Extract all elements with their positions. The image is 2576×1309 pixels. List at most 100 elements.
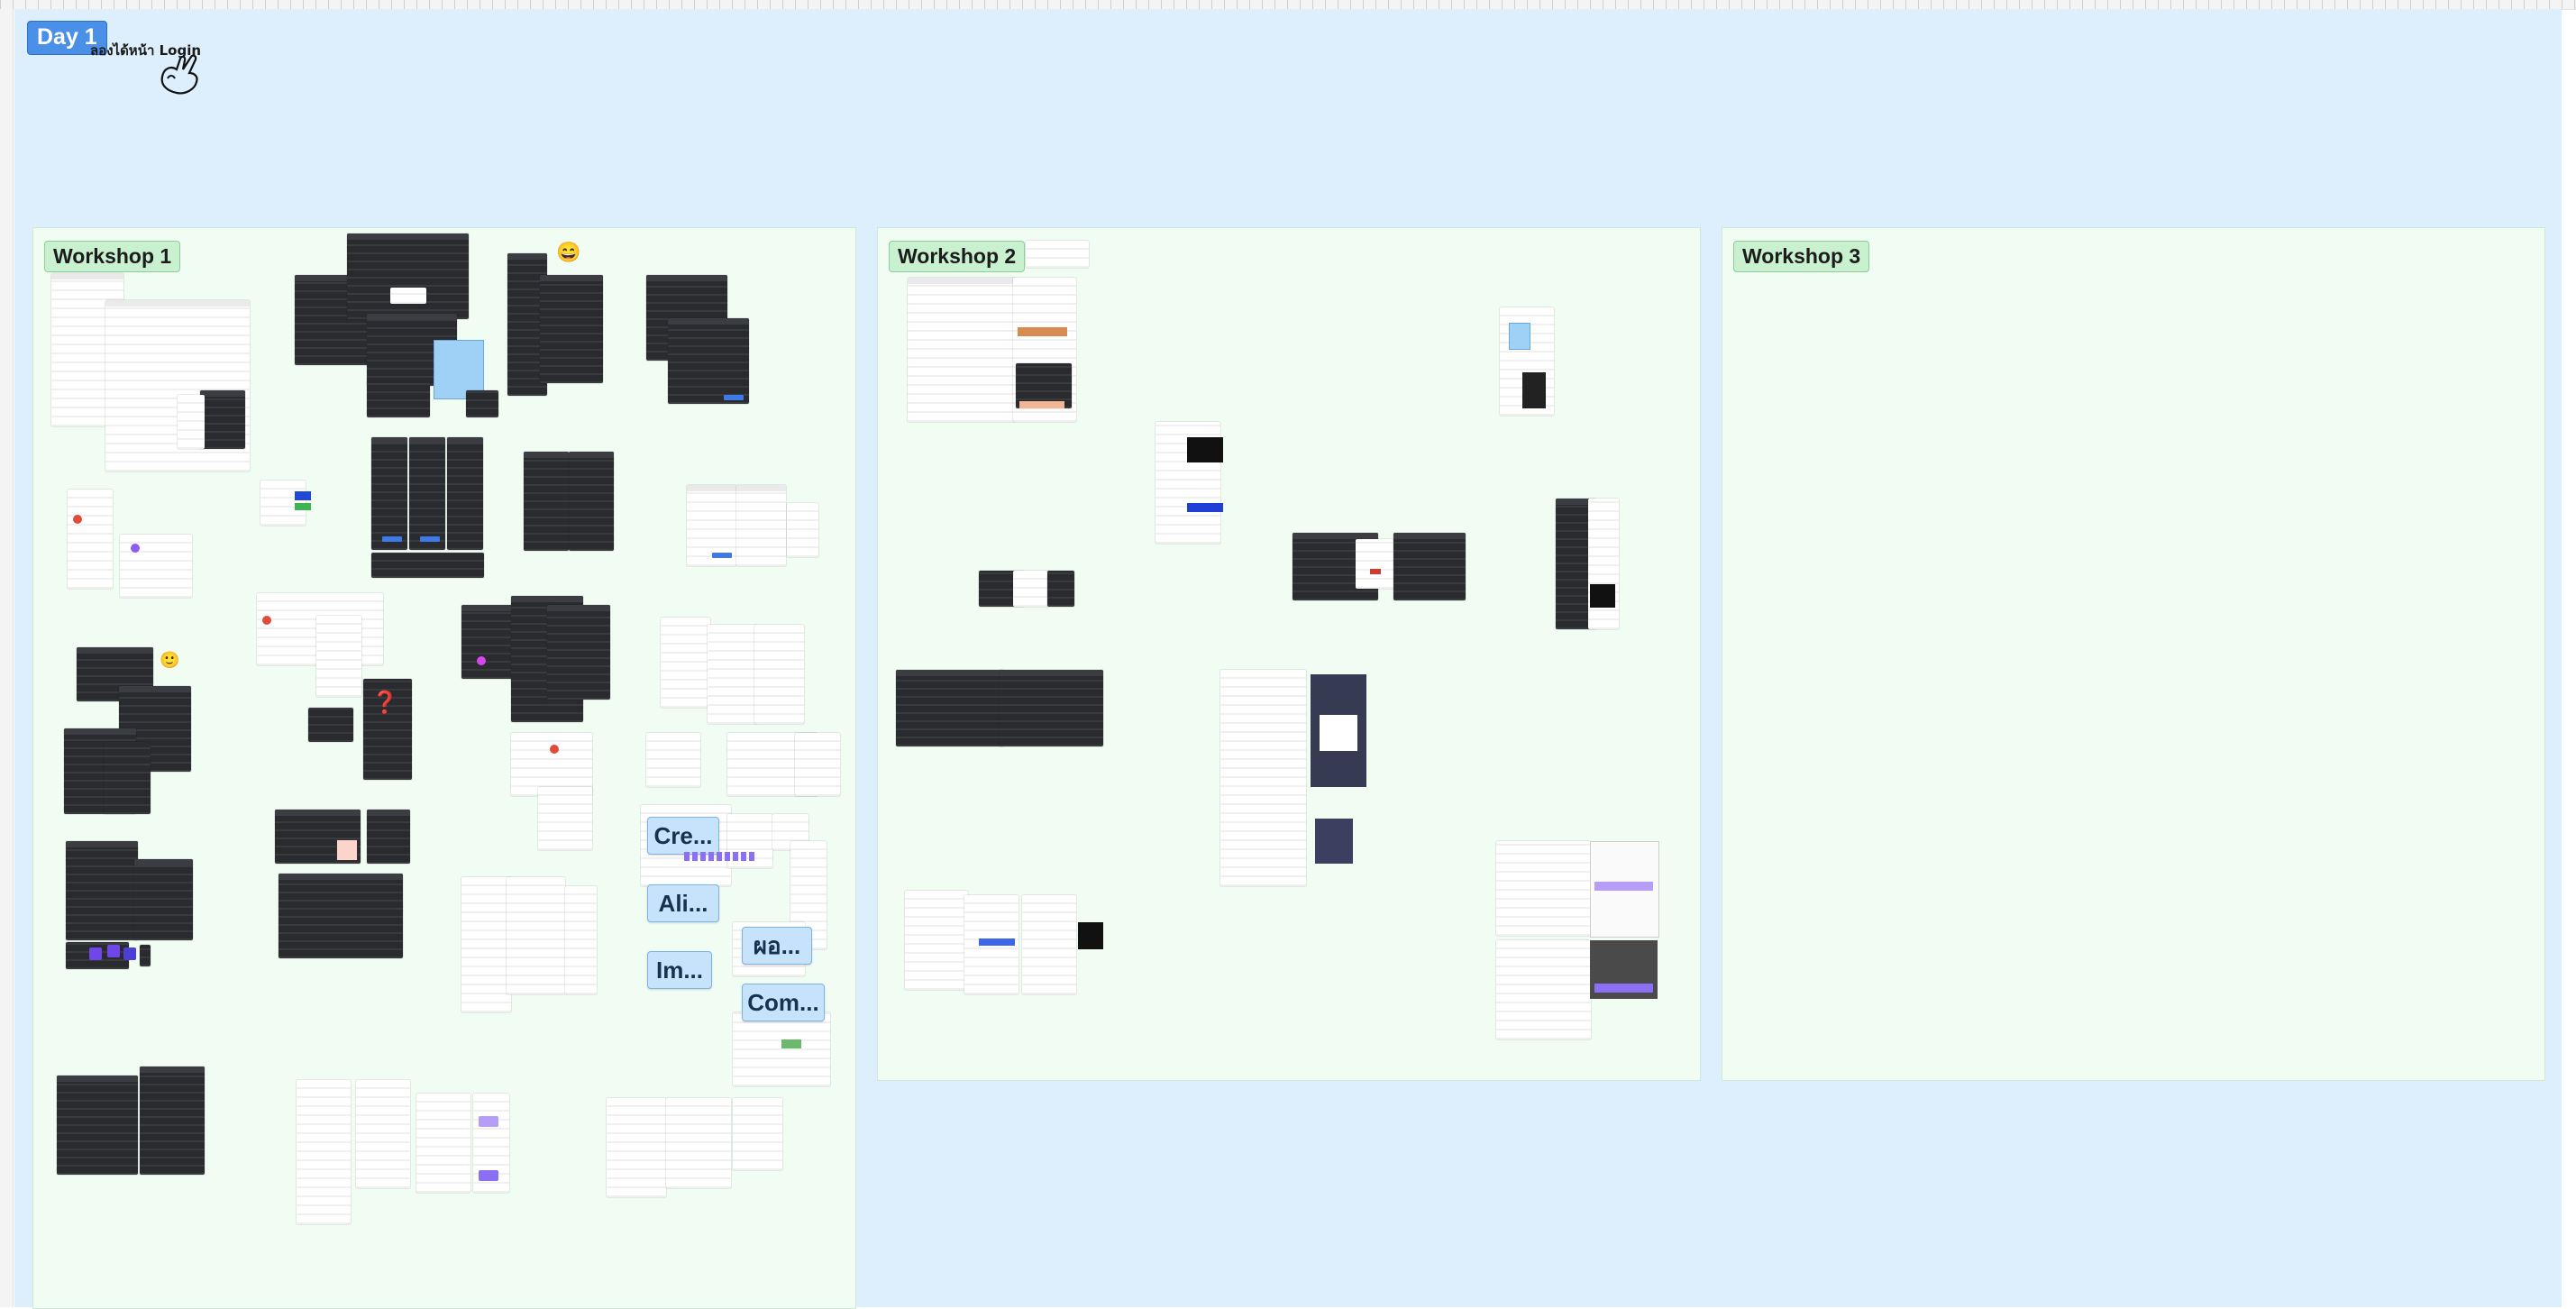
screenshot-thumbnail[interactable] — [565, 886, 597, 994]
color-swatch — [1594, 882, 1653, 891]
screenshot-thumbnail[interactable] — [524, 452, 569, 551]
color-square — [123, 947, 136, 960]
screenshot-thumbnail[interactable] — [347, 233, 469, 319]
screenshot-thumbnail[interactable] — [687, 485, 736, 566]
screenshot-thumbnail[interactable] — [1496, 841, 1591, 936]
screenshot-thumbnail[interactable] — [569, 452, 614, 551]
screenshot-thumbnail[interactable] — [371, 553, 484, 578]
screenshot-thumbnail[interactable] — [787, 503, 818, 557]
color-dot-row — [684, 852, 756, 861]
screenshot-thumbnail[interactable] — [140, 945, 151, 966]
screenshot-thumbnail[interactable] — [447, 437, 483, 550]
screenshot-thumbnail[interactable] — [68, 490, 113, 589]
color-swatch — [979, 938, 1015, 946]
screenshot-thumbnail[interactable] — [666, 1098, 731, 1188]
screenshot-thumbnail[interactable] — [279, 874, 403, 958]
screenshot-thumbnail[interactable] — [708, 625, 757, 724]
dark-panel — [1590, 584, 1615, 608]
screenshot-thumbnail[interactable] — [104, 742, 151, 814]
screenshot-thumbnail[interactable] — [733, 1098, 782, 1170]
screenshot-thumbnail[interactable] — [316, 616, 361, 697]
screenshot-thumbnail[interactable] — [466, 390, 498, 417]
screenshot-thumbnail[interactable] — [1356, 539, 1401, 589]
workshop-3-label[interactable]: Workshop 3 — [1733, 241, 1870, 272]
screenshot-thumbnail[interactable] — [297, 1080, 351, 1224]
sticky-note[interactable]: Cre... — [647, 817, 719, 855]
day-section-label[interactable]: Day 1 — [27, 21, 107, 55]
screenshot-thumbnail[interactable] — [1013, 571, 1049, 607]
screenshot-thumbnail[interactable] — [896, 670, 1004, 746]
color-swatch — [295, 491, 311, 500]
screenshot-thumbnail[interactable] — [795, 733, 840, 796]
screenshot-thumbnail[interactable] — [409, 437, 445, 550]
screenshot-thumbnail[interactable] — [363, 679, 412, 780]
dark-panel — [1187, 437, 1223, 462]
screenshot-thumbnail[interactable] — [367, 810, 410, 864]
screenshot-thumbnail[interactable] — [120, 535, 192, 598]
screenshot-thumbnail[interactable] — [668, 318, 749, 404]
screenshot-thumbnail[interactable] — [1393, 533, 1466, 600]
workshop-1-section[interactable]: Workshop 1 😄 🙂 ❓ — [32, 227, 856, 1309]
screenshot-thumbnail[interactable] — [356, 1080, 410, 1188]
color-swatch — [1594, 984, 1653, 993]
sticky-note[interactable] — [434, 340, 484, 399]
color-swatch — [336, 839, 358, 861]
screenshot-thumbnail[interactable] — [511, 733, 592, 796]
screenshot-thumbnail[interactable] — [1220, 670, 1306, 886]
screenshot-thumbnail[interactable] — [736, 485, 786, 566]
screenshot-thumbnail[interactable] — [134, 859, 193, 940]
color-swatch — [781, 1039, 801, 1048]
screenshot-thumbnail[interactable] — [908, 278, 1016, 422]
workshop-2-label[interactable]: Workshop 2 — [889, 241, 1026, 272]
color-dot — [477, 656, 486, 665]
color-dot — [73, 515, 82, 524]
dark-panel — [1315, 819, 1353, 864]
color-square — [107, 945, 120, 957]
color-dot — [550, 745, 559, 754]
screenshot-thumbnail[interactable] — [178, 395, 205, 449]
screenshot-thumbnail[interactable] — [733, 1012, 830, 1086]
screenshot-thumbnail[interactable] — [607, 1098, 666, 1197]
screenshot-thumbnail[interactable] — [390, 288, 426, 304]
screenshot-thumbnail[interactable] — [754, 625, 804, 724]
screenshot-thumbnail[interactable] — [661, 618, 710, 708]
screenshot-thumbnail[interactable] — [1496, 940, 1591, 1039]
screenshot-thumbnail[interactable] — [905, 891, 968, 990]
screenshot-thumbnail[interactable] — [371, 437, 407, 550]
screenshot-thumbnail[interactable] — [1016, 363, 1072, 408]
color-swatch — [1018, 327, 1067, 336]
screenshot-thumbnail[interactable] — [646, 733, 700, 787]
screenshot-thumbnail[interactable] — [308, 708, 353, 742]
screenshot-thumbnail[interactable] — [507, 877, 565, 994]
screenshot-thumbnail[interactable] — [416, 1094, 470, 1193]
screenshot-thumbnail[interactable] — [1047, 571, 1074, 607]
color-swatch — [1019, 401, 1064, 408]
handwritten-note[interactable]: ลองได้หน้า Login — [90, 42, 202, 59]
workshop-2-section[interactable]: Workshop 2 — [877, 227, 2135, 1081]
sticky-note[interactable]: ผอ... — [742, 927, 812, 965]
screenshot-thumbnail[interactable] — [1000, 670, 1103, 746]
screenshot-thumbnail[interactable] — [1588, 499, 1619, 629]
screenshot-thumbnail[interactable] — [367, 381, 430, 417]
sticky-note[interactable] — [1509, 323, 1530, 350]
sticky-note[interactable]: Ali... — [647, 884, 719, 922]
screenshot-thumbnail[interactable] — [547, 605, 610, 700]
sticky-note[interactable]: Im... — [647, 951, 712, 989]
screenshot-thumbnail[interactable] — [57, 1076, 138, 1175]
screenshot-thumbnail[interactable] — [200, 390, 245, 449]
workshop-3-section[interactable]: Workshop 3 — [1722, 227, 2545, 1081]
sticky-note[interactable]: Com... — [742, 984, 825, 1021]
screenshot-thumbnail[interactable] — [1022, 895, 1076, 994]
screenshot-thumbnail[interactable] — [538, 787, 592, 850]
color-square — [89, 947, 102, 960]
workshop-1-label[interactable]: Workshop 1 — [44, 241, 181, 272]
screenshot-thumbnail[interactable] — [540, 275, 603, 383]
screenshot-thumbnail[interactable] — [461, 877, 511, 1012]
login-form-preview — [1320, 715, 1357, 751]
dark-panel — [1522, 372, 1546, 408]
screenshot-thumbnail[interactable] — [140, 1066, 205, 1175]
screenshot-thumbnail[interactable] — [66, 841, 138, 940]
color-swatch — [295, 503, 311, 510]
screenshot-thumbnail[interactable] — [1026, 241, 1089, 268]
dark-panel — [1078, 922, 1103, 949]
